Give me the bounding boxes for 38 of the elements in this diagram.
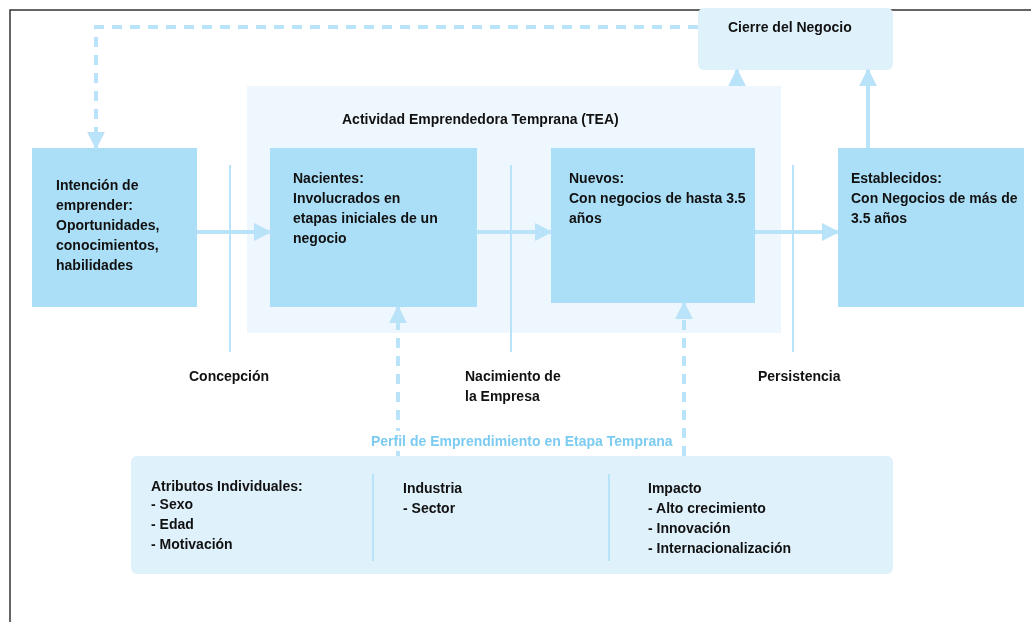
node-text: Nuevos: [569,169,626,188]
arrow [477,223,553,241]
list-item: - Internacionalización [648,539,793,558]
arrow [197,223,272,241]
arrow [675,301,693,456]
arrow [389,305,407,456]
list-item: - Alto crecimiento [648,499,767,518]
node-text: Intención de emprender: [56,176,140,215]
list-item: Industria [403,479,464,498]
list-item: Oportunidades, conocimientos, habilidades [56,216,161,275]
list-item: - Edad [151,515,195,534]
node-text: Nacientes: [293,169,365,188]
list-item: Con Negocios de más de 3.5 años [851,189,1019,228]
node-text: Cierre del Negocio [728,18,853,37]
stage-box [32,148,197,307]
panel-heading: Perfil de Emprendimiento en Etapa Temprana [371,431,673,451]
stage-label: Persistencia [758,367,842,386]
node-text: Establecidos: [851,169,944,188]
list-item: Involucrados en etapas iniciales de un negocio [293,189,439,248]
stage-label: Nacimiento de la Empresa [465,367,562,406]
stage-box [551,148,755,303]
stage-box [838,148,1024,307]
stage-box [270,148,477,307]
stage-label: Concepción [189,367,271,386]
arrow [755,223,840,241]
list-item: - Sector [403,499,457,518]
list-item: Con negocios de hasta 3.5 años [569,189,747,228]
node-text: Actividad Emprendedora Temprana (TEA) [342,110,620,129]
end-box [698,8,893,70]
arrow [87,25,698,150]
list-item: - Motivación [151,535,234,554]
arrow [728,68,746,87]
group-panel [247,86,781,333]
list-item: Atributos Individuales: [151,477,304,496]
list-item: - Innovación [648,519,732,538]
list-item: - Sexo [151,495,194,514]
list-item: Impacto [648,479,703,498]
arrow [859,68,877,148]
